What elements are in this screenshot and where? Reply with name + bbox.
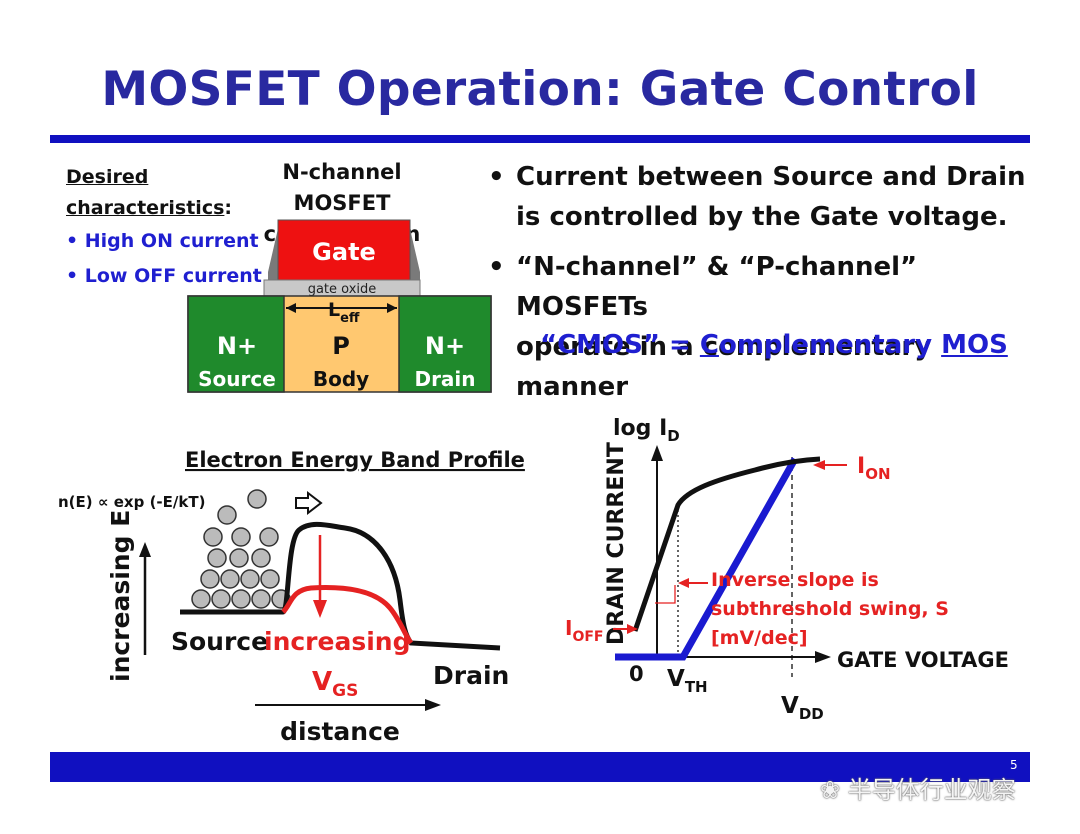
body-doping-label: P — [332, 332, 350, 360]
ioff-label: IOFF — [565, 616, 603, 645]
electron — [251, 589, 271, 609]
title-rule — [50, 135, 1030, 143]
leff-arrowhead-right — [387, 303, 397, 313]
right-spacer — [408, 220, 420, 286]
electron — [229, 548, 249, 568]
vth-label: VTH — [667, 666, 708, 696]
desired-item: • High ON current — [66, 230, 259, 252]
iv-x-axis-label: GATE VOLTAGE — [837, 648, 1009, 672]
band-y-arrowhead — [139, 542, 151, 557]
gate-oxide-label: gate oxide — [308, 282, 377, 297]
gate-label: Gate — [312, 238, 376, 266]
electron-cluster — [191, 489, 291, 609]
electron — [211, 589, 231, 609]
iv-curve-linear — [615, 457, 799, 661]
drain-doping-label: N+ — [425, 332, 465, 360]
slope-annotation-line3: [mV/dec] — [711, 627, 808, 649]
leff-arrowhead-left — [286, 303, 296, 313]
ioff-arrowhead — [627, 624, 638, 634]
body-label: Body — [313, 367, 369, 391]
slope-annotation-line1: Inverse slope is — [711, 569, 879, 591]
source-label: Source — [198, 367, 276, 391]
ion-label: ION — [857, 454, 891, 483]
iv-curve-log — [632, 456, 821, 632]
band-x-label: distance — [280, 717, 400, 746]
band-increasing-label: increasing — [264, 627, 410, 656]
electron — [251, 548, 271, 568]
desired-heading-line1: Desired — [66, 166, 149, 188]
iv-ylabel: log ID — [613, 416, 680, 445]
bullet-dot: • — [488, 252, 505, 282]
band-vgs-label: VGS — [312, 667, 358, 701]
cmos-definition: “CMOS” = Complementary MOS — [540, 330, 1008, 360]
slope-arrowhead — [678, 578, 689, 588]
band-x-arrowhead — [425, 699, 441, 711]
page-number: 5 — [1010, 758, 1018, 772]
electron — [231, 527, 251, 547]
desired-heading-colon: : — [224, 197, 233, 219]
desired-heading-line2: characteristics — [66, 197, 225, 219]
energy-band-diagram: Electron Energy Band Profile n(E) ∝ exp … — [58, 448, 525, 746]
electron — [231, 589, 251, 609]
bullet-dot: • — [488, 162, 505, 192]
vdd-label: VDD — [781, 693, 824, 723]
cross-section-title-line1: N-channel MOSFET — [282, 160, 402, 215]
bullet-list: • Current between Source and Drain is co… — [488, 157, 1048, 417]
electron — [200, 569, 220, 589]
wechat-icon: ❀ — [820, 776, 841, 804]
left-spacer — [268, 220, 280, 286]
bullet-item: • “N-channel” & “P-channel” MOSFETs oper… — [488, 247, 1048, 407]
mosfet-cross-section: Gate gate oxide Leff N+ Source P Body N+… — [187, 219, 492, 393]
electron — [220, 569, 240, 589]
band-lowering-arrowhead — [313, 600, 327, 618]
electron — [260, 569, 280, 589]
iv-y-axis-label: DRAIN CURRENT — [604, 442, 629, 645]
zero-label: 0 — [629, 662, 644, 686]
band-y-label: increasing E — [106, 510, 135, 682]
slope-annotation-line2: subthreshold swing, S — [711, 598, 949, 620]
bullet-item: • Current between Source and Drain is co… — [488, 157, 1048, 237]
iv-y-arrowhead — [651, 445, 663, 461]
iv-characteristic-diagram: log ID DRAIN CURRENT GATE VOLTAGE Invers… — [565, 416, 1009, 723]
band-formula: n(E) ∝ exp (-E/kT) — [58, 493, 205, 511]
electron — [207, 548, 227, 568]
ion-arrowhead — [813, 460, 825, 470]
band-edge-high-vgs — [281, 585, 414, 645]
drain-label: Drain — [414, 367, 475, 391]
electron — [203, 527, 223, 547]
electron — [259, 527, 279, 547]
slope-triangle — [655, 585, 676, 604]
electron — [191, 589, 211, 609]
electron — [240, 569, 260, 589]
band-edge-low-vgs — [180, 521, 501, 651]
band-drain-label: Drain — [433, 661, 509, 690]
source-doping-label: N+ — [217, 332, 257, 360]
desired-characteristics: Desired characteristics: • High ON curre… — [66, 162, 262, 294]
electron — [247, 489, 267, 509]
leff-label: Leff — [328, 299, 360, 326]
band-source-label: Source — [171, 627, 268, 656]
electron — [217, 505, 237, 525]
iv-x-arrowhead — [815, 651, 831, 663]
watermark: ❀ 半导体行业观察 — [820, 776, 1016, 804]
page-title: MOSFET Operation: Gate Control — [101, 62, 979, 117]
source-region — [187, 295, 285, 393]
band-title: Electron Energy Band Profile — [185, 448, 525, 472]
footer-bar — [50, 752, 1030, 782]
electron-flow-arrow — [295, 490, 323, 516]
drain-region — [398, 295, 492, 393]
desired-item: • Low OFF current — [66, 265, 262, 287]
